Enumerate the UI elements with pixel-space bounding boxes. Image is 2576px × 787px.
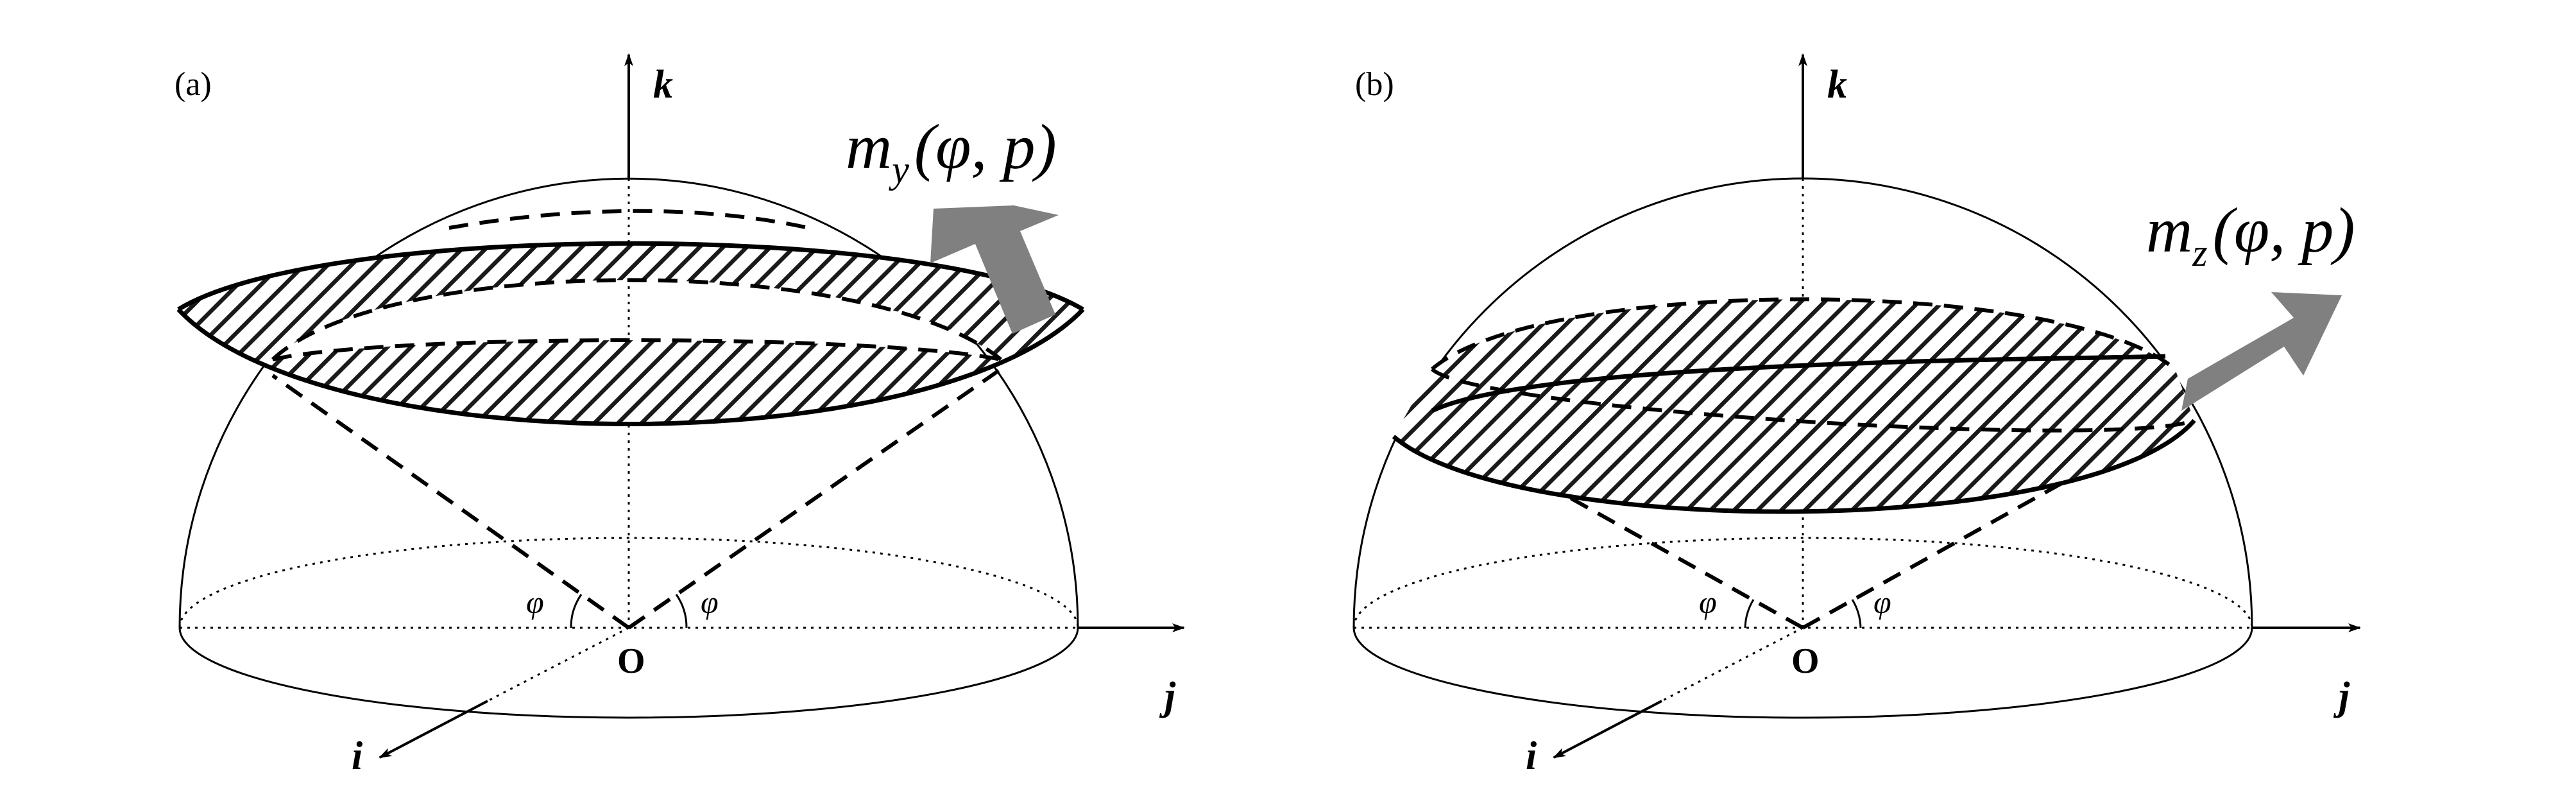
panel-b: (b) φ φ mz(φ, p) k j i O bbox=[1352, 53, 2361, 778]
band-edge-bottom bbox=[176, 307, 1085, 426]
origin-label: O bbox=[617, 641, 645, 681]
base-back-arc bbox=[178, 537, 1079, 628]
direction-arrow bbox=[930, 205, 1059, 334]
angle-arc-left bbox=[1744, 599, 1755, 628]
i-axis-dotted bbox=[487, 627, 629, 702]
angle-label-left: φ bbox=[526, 584, 544, 620]
hatched-band bbox=[1394, 299, 2194, 512]
base-front-arc bbox=[1352, 627, 2253, 719]
band-label: my(φ, p) bbox=[846, 111, 1057, 191]
band-edge-lower-front bbox=[1392, 419, 2196, 514]
i-axis-label: i bbox=[352, 734, 363, 778]
band-rim-back bbox=[448, 209, 809, 230]
i-axis-label: i bbox=[1526, 734, 1537, 778]
angle-label-right: φ bbox=[701, 584, 719, 620]
band-inner-dashed-bottom bbox=[272, 338, 1002, 361]
i-axis-dotted bbox=[1661, 627, 1804, 702]
band-inner-dashed-top bbox=[271, 278, 1002, 361]
direction-arrow bbox=[2181, 292, 2342, 411]
band-edge-lower-back bbox=[1430, 367, 2196, 433]
base-back-arc bbox=[1352, 537, 2253, 628]
i-axis-arrow bbox=[1553, 700, 1662, 759]
angle-label-left: φ bbox=[1699, 584, 1717, 620]
angle-label-right: φ bbox=[1873, 584, 1891, 620]
k-axis-label: k bbox=[653, 63, 673, 107]
angle-arc-right bbox=[675, 594, 688, 628]
band-edge-upper-back bbox=[1431, 297, 2176, 371]
panel-label: (a) bbox=[175, 66, 212, 103]
band-label: mz(φ, p) bbox=[2146, 195, 2355, 274]
j-axis-label: j bbox=[1159, 675, 1176, 718]
cone-line-right bbox=[627, 367, 1002, 630]
origin-label: O bbox=[1791, 641, 1820, 681]
hatched-band bbox=[178, 243, 1083, 424]
cone-line-left bbox=[271, 374, 630, 630]
panel-a: (a) φ φ m bbox=[175, 53, 1185, 778]
i-axis-arrow bbox=[379, 700, 488, 759]
angle-arc-right bbox=[1851, 599, 1862, 628]
panel-label: (b) bbox=[1355, 66, 1394, 103]
j-axis-label: j bbox=[2333, 675, 2350, 718]
k-axis-label: k bbox=[1827, 63, 1847, 107]
angle-arc-left bbox=[570, 594, 583, 628]
base-front-arc bbox=[178, 627, 1079, 719]
